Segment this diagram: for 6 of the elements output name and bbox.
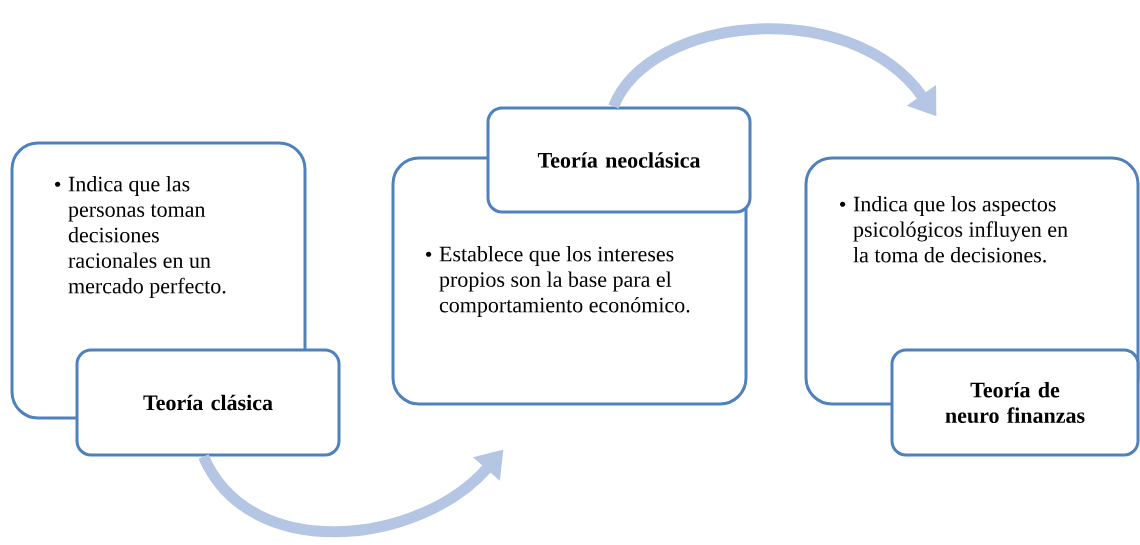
bullet-text: Indica que las personas toman decisiones racionales en un mercado perfecto. — [68, 176, 226, 298]
bullet-text: Indica que los aspectos psicológicos influyen en la toma de decisiones. — [853, 196, 1068, 263]
title-box: Teoría neoclásica — [486, 106, 752, 214]
title-box: Teoría de neuro finanzas — [890, 348, 1140, 457]
bullet-text: Establece que los intereses propios son la base para el comportamiento económico. — [439, 246, 690, 317]
title-box: Teoría clásica — [75, 348, 341, 457]
